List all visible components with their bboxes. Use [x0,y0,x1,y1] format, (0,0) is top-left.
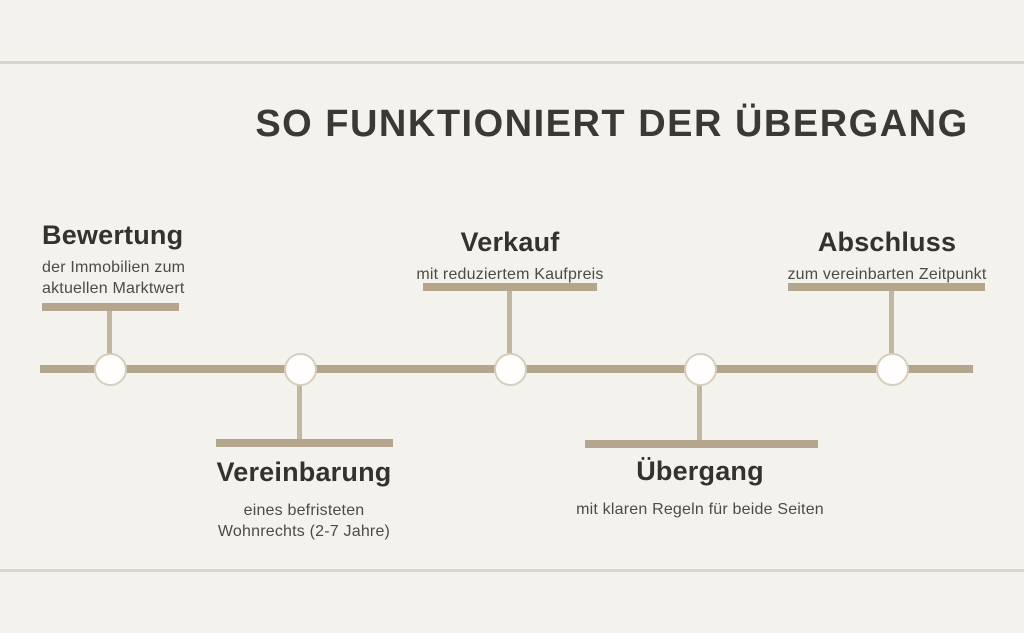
description-line: zum vereinbarten Zeitpunkt [787,266,987,283]
description-line: aktuellen Marktwert [42,280,185,297]
step-vereinbarung: Vereinbarung eines befristeten Wohnrecht… [194,456,414,542]
page-title: SO FUNKTIONIERT DER ÜBERGANG [255,103,969,145]
step-label: Verkauf [460,227,560,257]
step-label: Abschluss [817,227,957,257]
marker-bar-uebergang [585,440,818,448]
step-label: Bewertung [42,220,184,250]
timeline-node-bewertung [94,353,127,386]
bottom-divider [0,569,1024,572]
step-description: mit klaren Regeln für beide Seiten [560,499,840,520]
step-abschluss: Abschluss zum vereinbarten Zeitpunkt [770,226,1004,285]
step-verkauf: Verkauf mit reduziertem Kaufpreis [410,226,610,285]
timeline-node-verkauf [494,353,527,386]
marker-bar-bewertung [42,303,179,311]
description-line: der Immobilien zum [42,259,186,276]
marker-bar-verkauf [423,283,597,291]
connector-stem-verkauf [507,289,512,355]
step-uebergang: Übergang mit klaren Regeln für beide Sei… [560,455,840,520]
step-description: eines befristeten Wohnrechts (2-7 Jahre) [194,500,414,542]
step-description: zum vereinbarten Zeitpunkt [770,264,1004,285]
top-divider [0,61,1024,64]
step-description: der Immobilien zum aktuellen Marktwert [42,257,232,299]
connector-stem-uebergang [697,382,702,440]
step-description: mit reduziertem Kaufpreis [410,264,610,285]
timeline-node-uebergang [684,353,717,386]
step-label: Vereinbarung [216,457,392,487]
connector-stem-abschluss [889,289,894,355]
connector-stem-vereinbarung [297,382,302,440]
description-line: mit reduziertem Kaufpreis [416,266,604,283]
marker-bar-abschluss [788,283,985,291]
connector-stem-bewertung [107,309,112,355]
step-label: Übergang [636,456,764,486]
description-line: Wohnrechts (2-7 Jahre) [217,523,391,540]
timeline-node-abschluss [876,353,909,386]
step-bewertung: Bewertung der Immobilien zum aktuellen M… [42,219,232,299]
timeline-node-vereinbarung [284,353,317,386]
description-line: mit klaren Regeln für beide Seiten [576,501,824,518]
description-line: eines befristeten [243,502,365,519]
marker-bar-vereinbarung [216,439,393,447]
